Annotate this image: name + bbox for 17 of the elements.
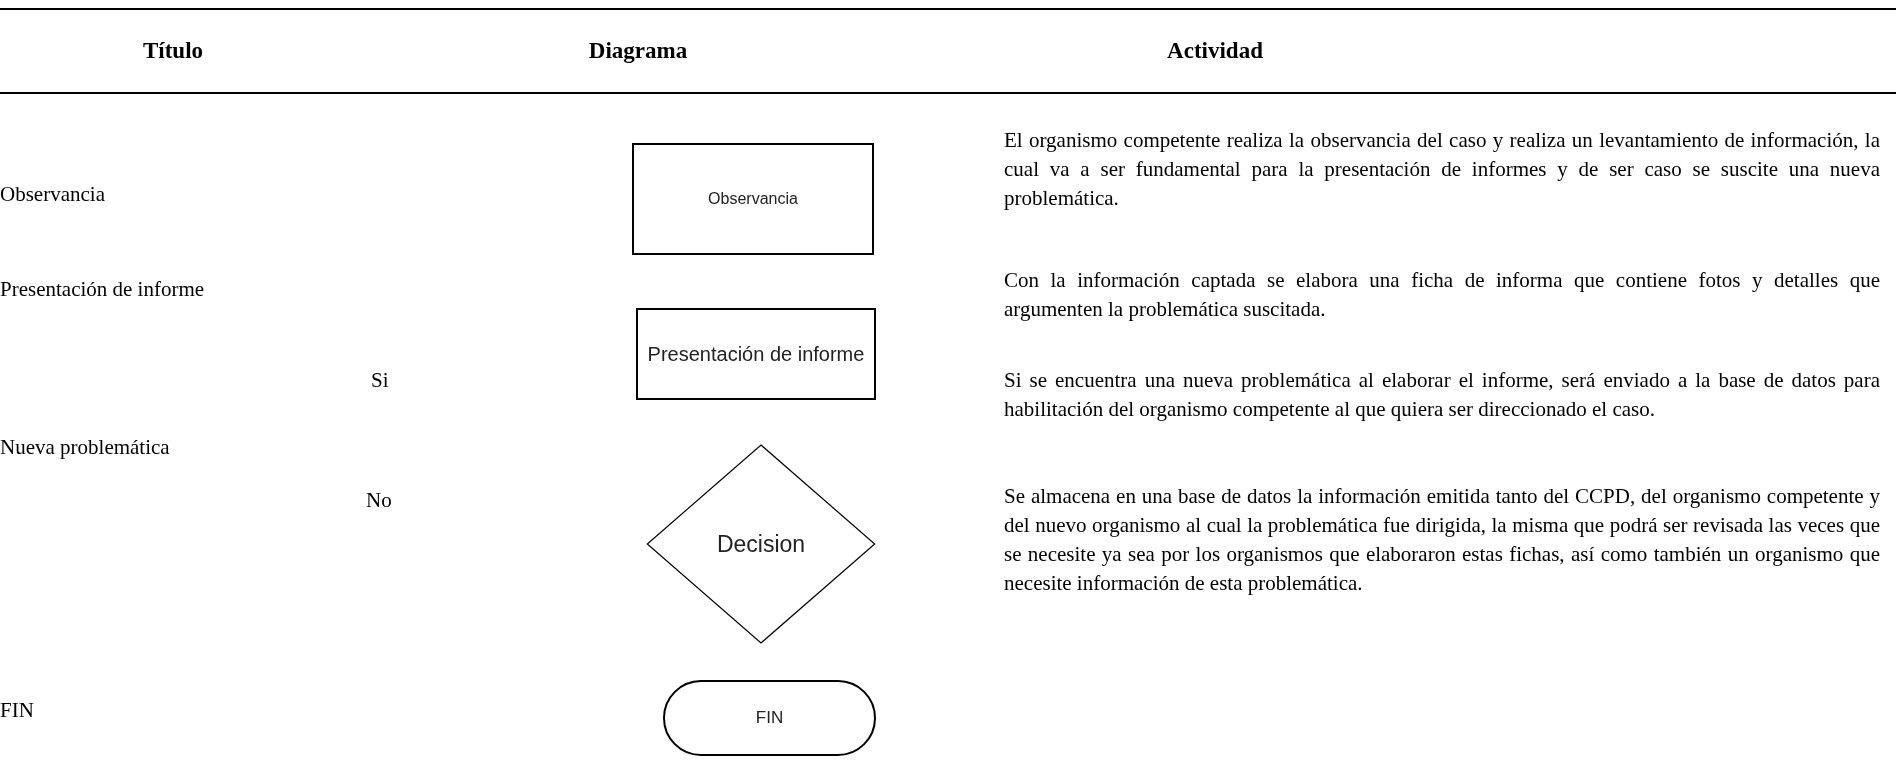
activity-text: Si se encuentra una nueva problemática al elaborar el informe, será enviado a la base de datos para habilitación del organismo competente al que quiera ser direccionado el caso. (1004, 367, 1880, 423)
column-header: Título (141, 38, 205, 64)
process-box: Presentación de informe (636, 308, 876, 400)
branch-label: No (366, 488, 392, 513)
row-title: Presentación de informe (0, 277, 205, 302)
column-header: Diagrama (587, 38, 689, 64)
process-box: Observancia (632, 143, 874, 255)
activity-text: Con la información captada se elabora una ficha de informa que contiene fotos y detalles que argumenten la problemática suscitada. (1004, 267, 1880, 323)
row-title: FIN (0, 698, 34, 723)
decision-diamond: Decision (645, 443, 877, 645)
activity-text: El organismo competente realiza la observancia del caso y realiza un levantamiento de información, la cual va a ser fundamental para la presentación de informes y de ser caso se suscite una nueva problemática. (1004, 127, 1880, 212)
terminal-box: FIN (663, 680, 876, 756)
row-title: Observancia (0, 182, 105, 207)
activity-text: Se almacena en una base de datos la información emitida tanto del CCPD, del organismo competente y del nuevo organismo al cual la problemática fue dirigida, la misma que podrá ser revisada las veces que se necesite ya sea por los organismos que elaboraron estas fichas, así como también un organismo que necesite información de esta problemática. (1004, 483, 1880, 597)
row-title: Nueva problemática (0, 435, 170, 460)
column-header: Actividad (1166, 38, 1264, 64)
branch-label: Si (371, 368, 389, 393)
